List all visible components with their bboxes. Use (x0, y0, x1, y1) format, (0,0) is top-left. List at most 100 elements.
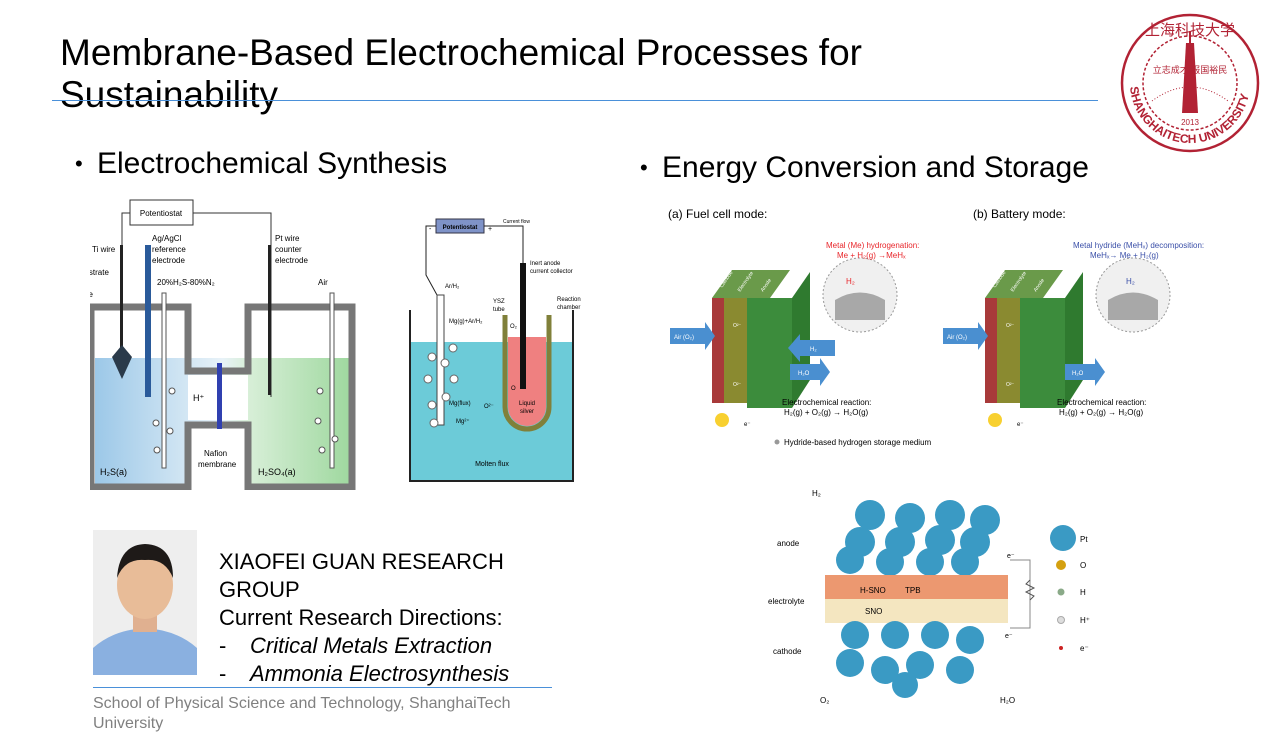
electrolyte-label: electrolyte (768, 597, 805, 606)
ysz-tube-label: tube (493, 307, 505, 313)
dash: - (219, 661, 227, 686)
lightbulb-icon (715, 413, 729, 427)
slide-title: Membrane-Based Electrochemical Processes… (60, 32, 862, 115)
panel-a-title: (a) Fuel cell mode: (668, 207, 767, 221)
working-electrode-label: Iron substrate (90, 268, 109, 277)
bullet-electrochemical-synthesis: •Electrochemical Synthesis (75, 147, 448, 180)
h2-in-label: H₂ (846, 277, 855, 286)
cathode-label: cathode (773, 647, 802, 656)
membrane-label: Nafion (204, 449, 227, 458)
o2-ion-label: O²⁻ (1006, 323, 1015, 329)
reaction-chamber-label: Reaction (557, 297, 581, 303)
h2o-arrow-b (1065, 358, 1105, 386)
fuel-cell-stack-a (712, 270, 810, 408)
h2o-arrow-label-a: H₂O (798, 371, 810, 377)
gas-feed-label: 20%H₂S-80%N₂ (157, 278, 215, 287)
group-name: GROUP (219, 577, 300, 602)
shanghaitech-logo: 上海科技大学 立志成才 报国裕民 2013 SHANGHAITECH UNIVE… (1120, 13, 1260, 153)
proton-label: H⁺ (193, 393, 204, 403)
reference-electrode-label: electrode (152, 256, 185, 265)
o-ion-label: O²⁻ (484, 404, 494, 410)
directions-title: Current Research Directions: (219, 605, 503, 630)
membrane-label: membrane (198, 460, 237, 469)
plus-label: + (488, 226, 492, 233)
footer-divider (93, 687, 552, 688)
ar-h2-label: Ar/H₂ (445, 284, 460, 290)
reaction-chamber-label: chamber (557, 305, 580, 311)
electron-label-a: e⁻ (744, 422, 751, 428)
h-legend-icon (1057, 588, 1065, 596)
electron-top-label: e⁻ (1007, 553, 1015, 560)
o2-ion-label: O²⁻ (1006, 382, 1015, 388)
o-legend-icon (1056, 560, 1066, 570)
group-name: XIAOFEI GUAN RESEARCH (219, 549, 504, 574)
panel-b-reaction-title: Metal hydride (MeHₓ) decomposition: (1073, 241, 1204, 250)
counter-electrode-label: Pt wire (275, 234, 300, 243)
o2-ion-label: O²⁻ (733, 382, 742, 388)
direction-text: Critical Metals Extraction (250, 633, 493, 658)
storage-medium-legend: Hydride-based hydrogen storage medium (784, 438, 932, 447)
mg-ion-label: Mg²⁺ (456, 418, 470, 425)
current-flow-label: Current flow (503, 219, 530, 225)
storage-medium-legend-icon (774, 439, 780, 445)
pt-legend-icon (1050, 525, 1076, 551)
legend-o: O (1080, 561, 1086, 570)
h-sno-label: H-SNO (860, 586, 886, 595)
legend-electron: e⁻ (1080, 644, 1089, 653)
working-electrode-label: electrode (90, 290, 93, 299)
h2o-arrow-label-b: H₂O (1072, 371, 1084, 377)
direction-item: -Critical Metals Extraction (219, 632, 509, 660)
molten-flux-label: Molten flux (475, 461, 509, 468)
dash: - (219, 633, 227, 658)
anode-label: Inert anode (530, 261, 561, 267)
legend-pt: Pt (1080, 535, 1088, 544)
counter-electrode-label: electrode (275, 256, 308, 265)
electron-legend-icon (1059, 646, 1063, 650)
h2o-arrow-a (790, 358, 830, 386)
logo-chinese-name: 上海科技大学 (1145, 22, 1235, 39)
direction-text: Ammonia Electrosynthesis (250, 661, 510, 686)
potentiostat-label: Potentiostat (443, 225, 478, 231)
potentiostat-label: Potentiostat (140, 209, 183, 218)
sno-label: SNO (865, 607, 882, 616)
title-divider (52, 100, 1098, 101)
mg-flux-label: Mg(flux) (449, 401, 471, 407)
air-label-b: Air (O₂) (947, 335, 967, 341)
panel-a-reaction-title: Metal (Me) hydrogenation: (826, 241, 919, 250)
tpb-label: TPB (905, 586, 921, 595)
o2-ion-label: O²⁻ (733, 323, 742, 329)
air-arrow-a (670, 322, 715, 350)
anode-label: anode (777, 539, 800, 548)
h2-label: H₂ (812, 489, 821, 498)
pt-particles-cathode (836, 621, 984, 698)
electrochem-title-b: Electrochemical reaction: (1057, 398, 1146, 407)
air-label-a: Air (O₂) (674, 335, 694, 341)
fuel-cell-battery-modes-figure: (a) Fuel cell mode: (b) Battery mode: Me… (668, 207, 1204, 447)
h2-out-label: H₂ (1126, 277, 1135, 286)
electrochem-eq-a: H₂(g) + O₂(g) → H₂O(g) (784, 408, 869, 417)
h2-arrow-label: H₂ (810, 347, 817, 353)
electron-label-b: e⁻ (1017, 422, 1024, 428)
pt-particles-anode (836, 500, 1000, 576)
panel-b-reaction: MeHₓ→ Me + H₂(g) (1090, 251, 1159, 260)
legend-h: H (1080, 588, 1086, 597)
reference-electrode-label: reference (152, 245, 186, 254)
o2-label: O₂ (510, 324, 518, 330)
logo-year: 2013 (1181, 118, 1199, 127)
liquid-silver-label: Liquid (519, 401, 535, 407)
ysz-tube-label: YSZ (493, 299, 505, 305)
footer-affiliation: School of Physical Science and Technolog… (93, 695, 511, 732)
h2o-label: H₂O (1000, 696, 1015, 705)
counter-electrode-label: counter (275, 245, 302, 254)
anode-label: current collector (530, 269, 573, 275)
electrochem-title-a: Electrochemical reaction: (782, 398, 871, 407)
air-arrow-b (943, 322, 988, 350)
logo-motto: 立志成才 报国裕民 (1153, 64, 1228, 75)
research-group-info: XIAOFEI GUAN RESEARCH GROUP Current Rese… (219, 548, 509, 688)
legend-h-plus: H⁺ (1080, 616, 1090, 625)
left-solution-label: H₂S(a) (100, 467, 127, 477)
o-label: O (511, 386, 516, 392)
proton-conducting-cell-figure: H₂ anode electrolyte cathode H-SNO SNO T… (768, 489, 1090, 705)
electron-bottom-label: e⁻ (1005, 633, 1013, 640)
bullet-energy-conversion: •Energy Conversion and Storage (640, 151, 1089, 184)
